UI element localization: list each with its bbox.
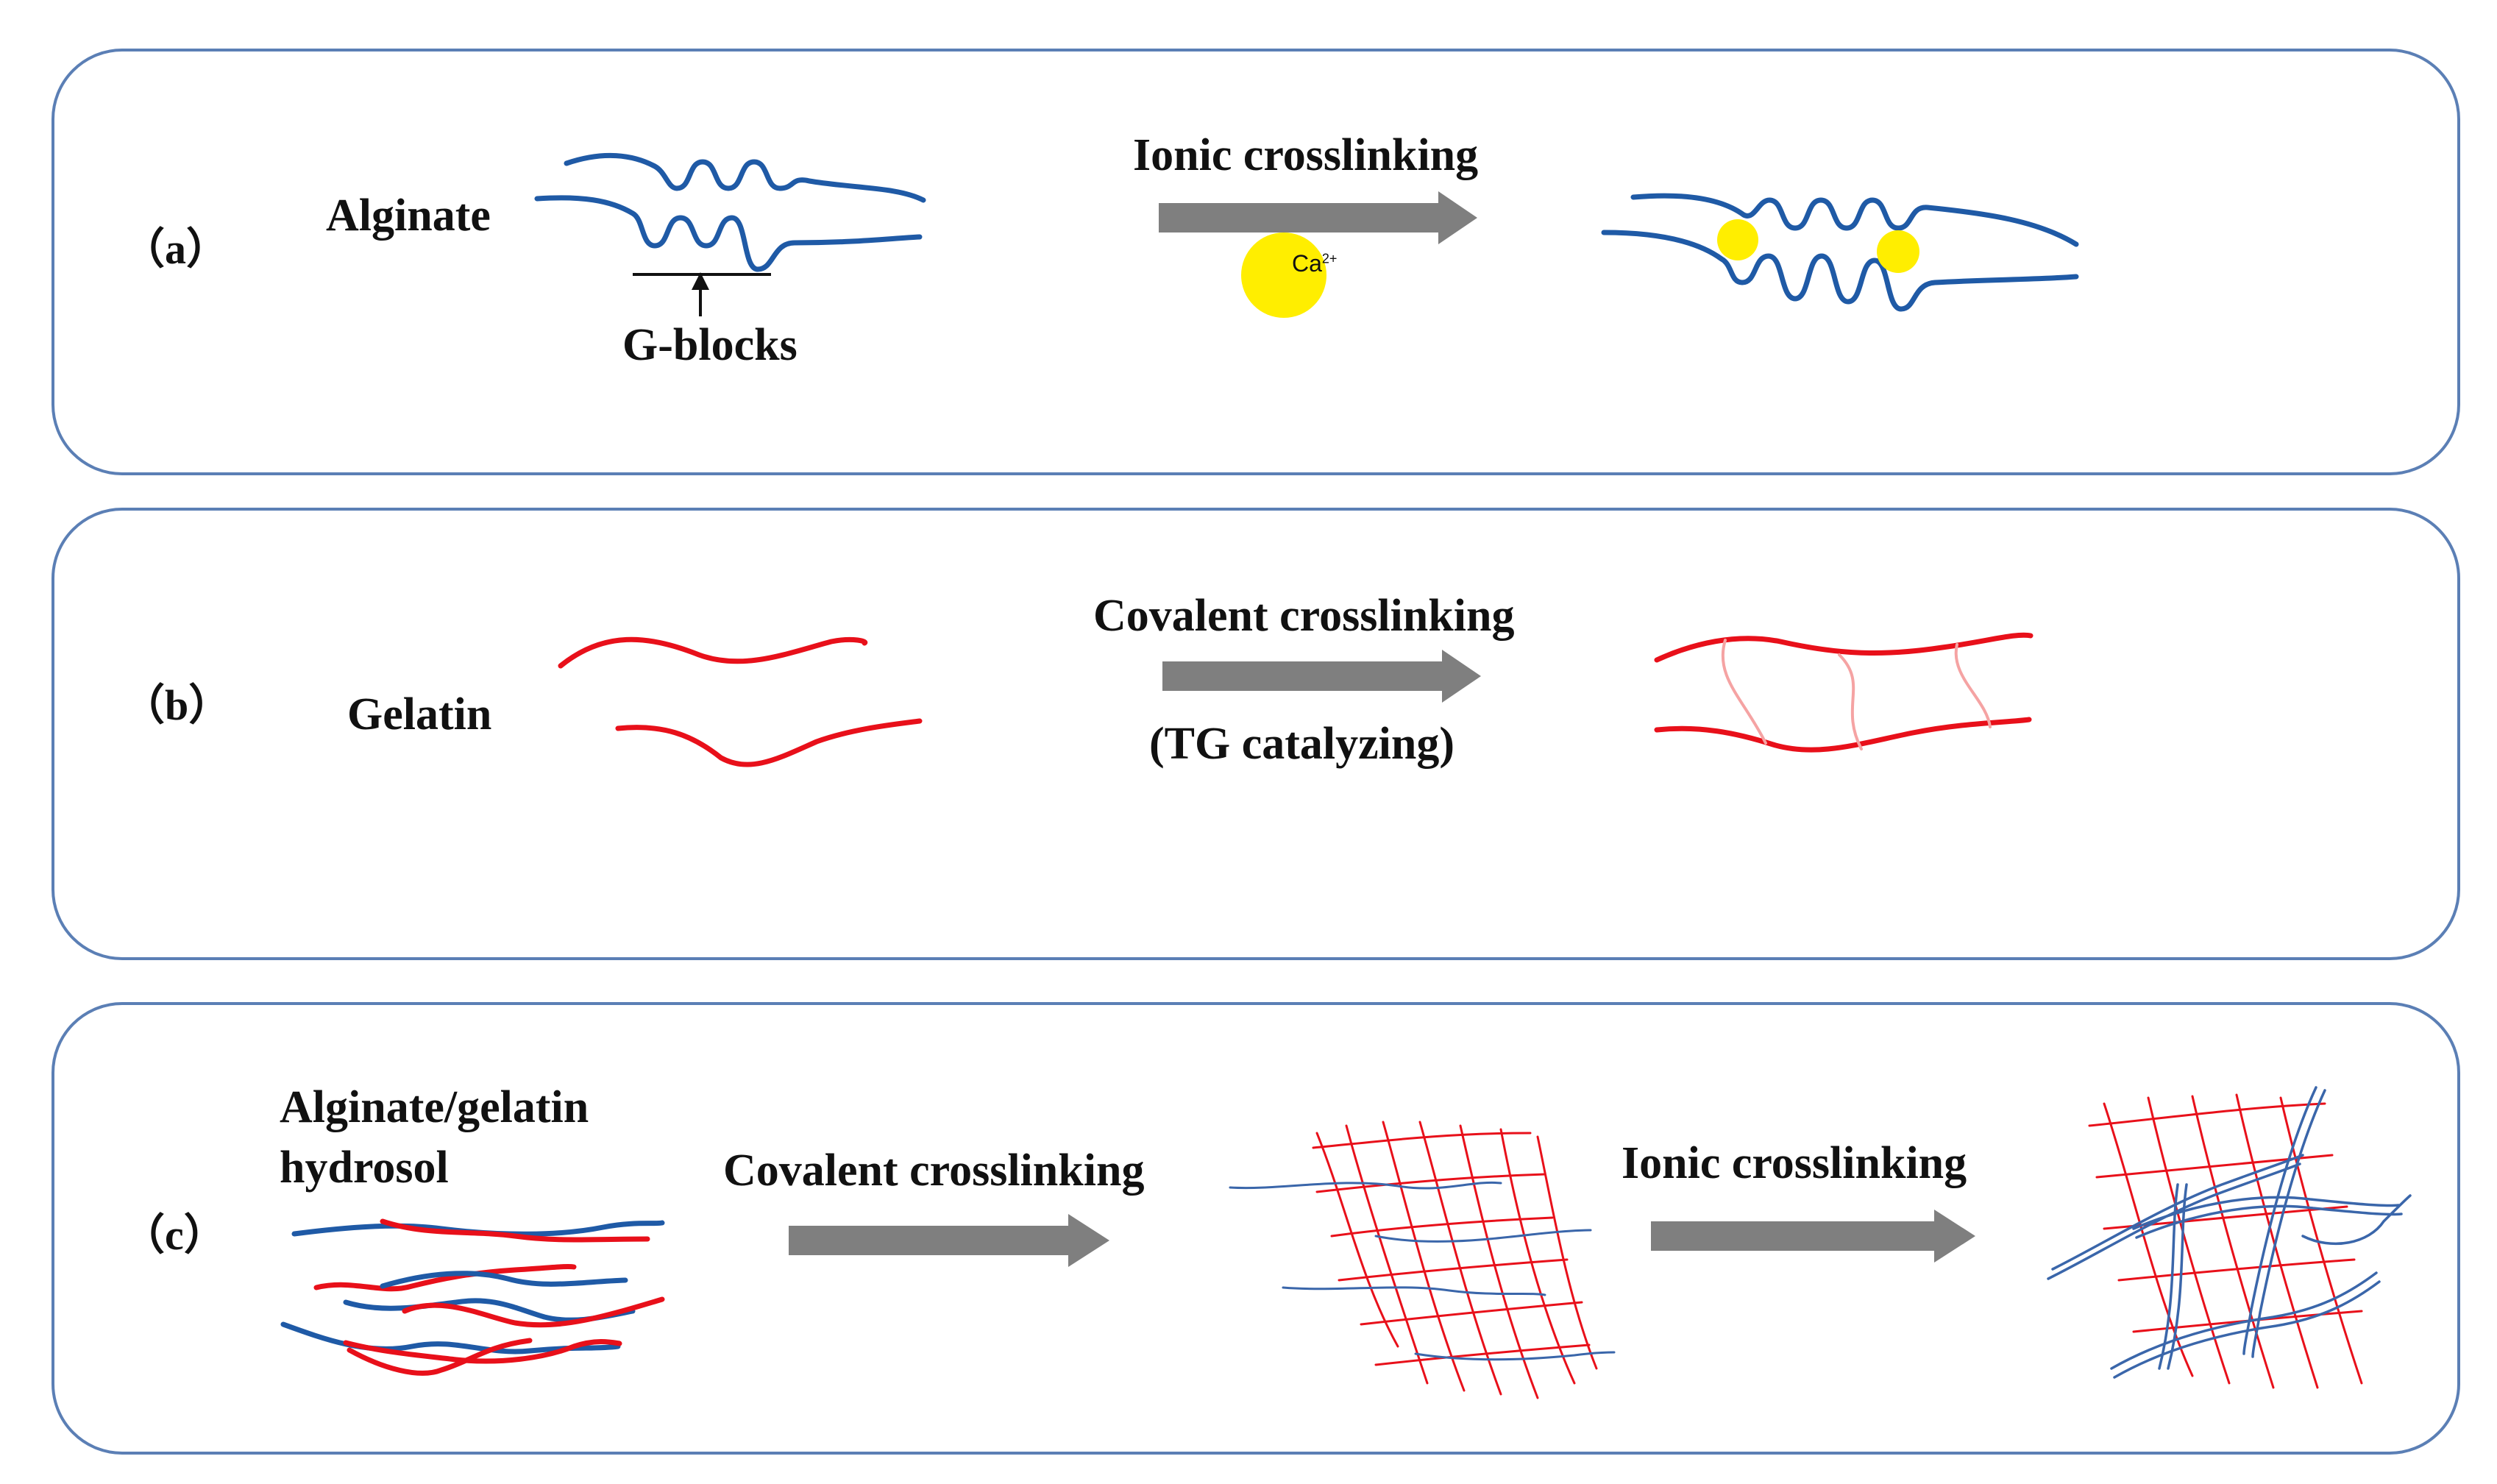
covalent-crosslinking-label-c: Covalent crosslinking xyxy=(723,1146,1145,1196)
process-arrow-c2-head xyxy=(1934,1210,1975,1263)
gelatin-crosslinked-output xyxy=(1654,632,2034,753)
process-arrow-b-body xyxy=(1162,661,1442,691)
process-arrow-c1-body xyxy=(789,1226,1068,1255)
process-arrow-c1-head xyxy=(1068,1214,1109,1267)
hydrosol-label-line1: Alginate/gelatin xyxy=(280,1082,589,1132)
gelatin-label: Gelatin xyxy=(347,689,492,739)
covalent-network xyxy=(1229,1121,1616,1399)
calcium-ion xyxy=(1241,232,1326,318)
alginate-chains-input xyxy=(534,152,926,272)
g-blocks-indicator xyxy=(633,272,771,316)
calcium-bridge-right xyxy=(1877,230,1919,273)
dual-crosslinked-network xyxy=(2047,1086,2412,1389)
calcium-bridge-left xyxy=(1717,219,1758,260)
hydrosol-mixed-chains xyxy=(280,1218,665,1376)
tg-catalyzing-label: (TG catalyzing) xyxy=(1149,719,1454,769)
process-arrow-c2-body xyxy=(1651,1221,1934,1251)
ionic-crosslinking-label-c: Ionic crosslinking xyxy=(1622,1138,1967,1188)
covalent-crosslinking-label-b: Covalent crosslinking xyxy=(1093,591,1515,641)
process-arrow-a-body xyxy=(1159,203,1438,232)
alginate-label: Alginate xyxy=(326,191,491,241)
ionic-crosslinking-label-a: Ionic crosslinking xyxy=(1133,130,1479,180)
calcium-ion-charge: 2+ xyxy=(1321,251,1338,266)
panel-b-covalent-crosslinking xyxy=(51,508,2460,960)
g-blocks-label: G-blocks xyxy=(622,320,798,370)
hydrosol-label-line2: hydrosol xyxy=(280,1143,449,1193)
alginate-crosslinked-output xyxy=(1601,193,2079,312)
panel-c-letter: （c） xyxy=(122,1211,227,1259)
panel-a-letter: （a） xyxy=(122,225,230,273)
gelatin-chains-input xyxy=(558,636,923,767)
panel-b-letter: （b） xyxy=(122,681,232,729)
calcium-ion-label: Ca2+ xyxy=(1292,250,1338,277)
process-arrow-a-head xyxy=(1438,191,1477,244)
process-arrow-b-head xyxy=(1442,650,1481,703)
